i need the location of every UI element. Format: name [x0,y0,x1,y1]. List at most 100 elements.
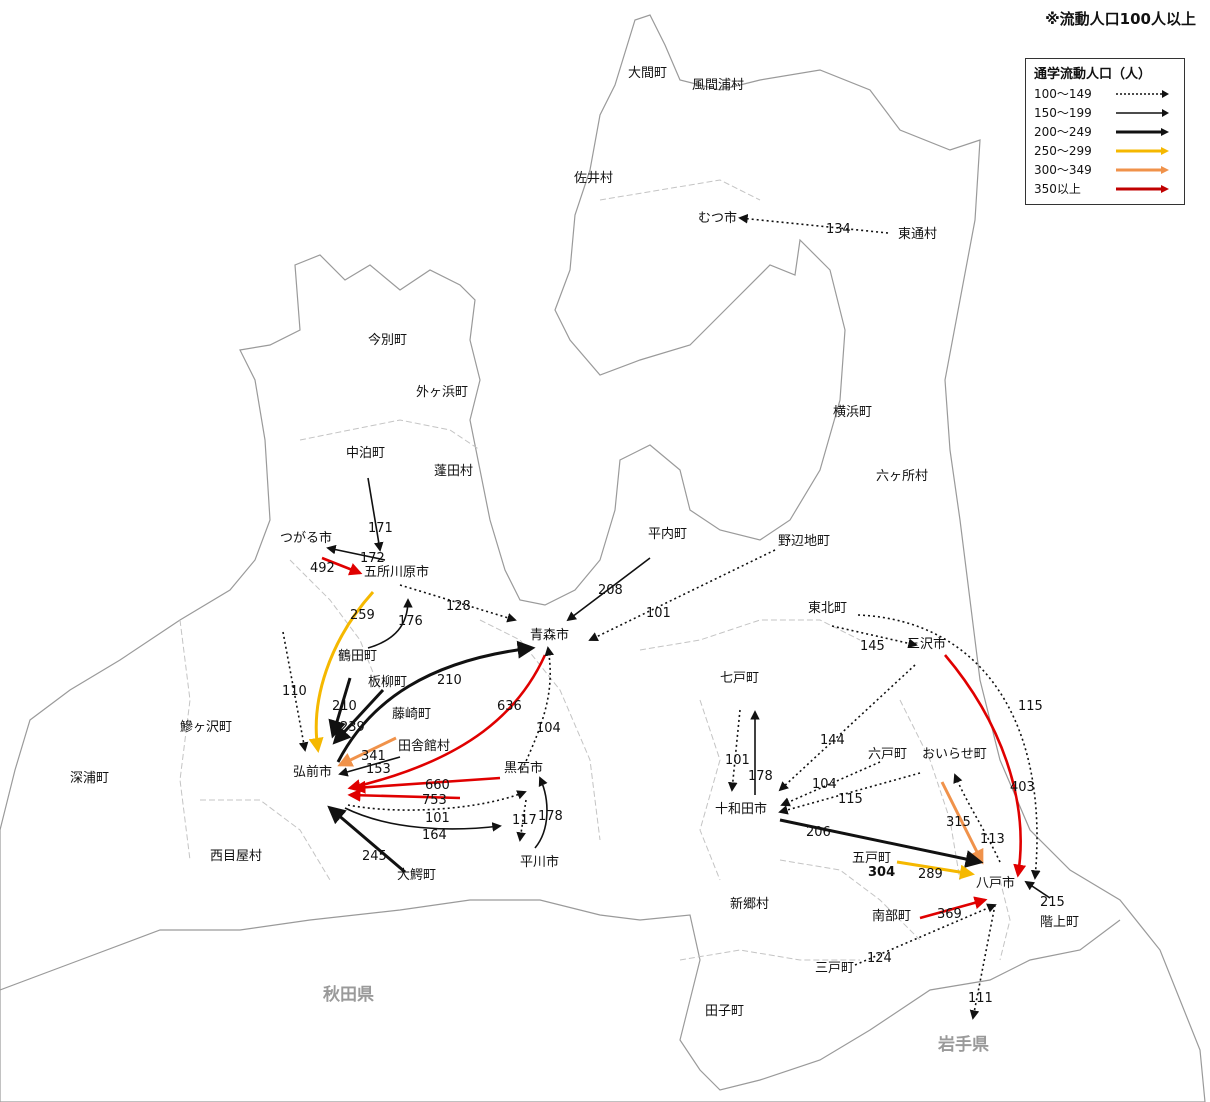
flow-215 [1024,880,1051,899]
flow-117 [516,799,527,842]
label-oirase: おいらせ町 [922,747,987,762]
value-label: 111 [968,991,993,1006]
flow-110 [282,631,309,752]
value-label: 153 [366,762,391,777]
flow-208 [566,557,651,622]
label-nishimeya: 西目屋村 [210,849,262,864]
flow-259 [308,590,375,753]
flow-171 [367,477,384,552]
value-label: 104 [536,721,561,736]
municipality-labels: 大間町 風間浦村 佐井村 むつ市 東通村 今別町 外ヶ浜町 横浜町 中泊町 蓬田… [70,66,1079,1055]
value-label: 369 [937,907,962,922]
label-rokkasho: 六ヶ所村 [876,469,928,484]
label-shingo: 新郷村 [730,896,769,912]
flow-128 [399,584,517,623]
legend-item: 100〜149 [1034,84,1176,103]
flow-101-shichinohe [727,709,741,792]
flow-172 [326,544,386,561]
value-label: 110 [282,684,307,699]
value-label: 172 [360,551,385,566]
label-inakadate: 田舎館村 [398,739,450,754]
value-label: 101 [646,606,671,621]
label-towada: 十和田市 [715,801,767,817]
label-aomori: 青森市 [530,627,569,643]
label-yomogita: 蓬田村 [434,464,473,479]
label-takko: 田子町 [705,1004,744,1019]
label-goshogawara: 五所川原市 [364,564,429,580]
flow-206 [779,818,984,868]
label-nanbu: 南部町 [872,908,911,924]
value-label: 115 [838,792,863,807]
value-label: 124 [867,951,892,966]
label-itayanagi: 板柳町 [368,675,407,690]
label-iwate: 岩手県 [937,1034,989,1055]
value-label: 245 [362,849,387,864]
legend-label: 200〜249 [1034,125,1092,139]
value-label: 660 [425,778,450,793]
value-label: 171 [368,521,393,536]
flow-176 [367,598,413,649]
label-kuroishi: 黒石市 [504,760,543,776]
flow-369 [919,896,988,920]
value-label: 101 [425,811,450,826]
label-sannohe: 三戸町 [815,961,854,976]
label-rokunohe: 六戸町 [868,747,907,762]
value-label: 753 [422,793,447,808]
label-owani: 大鰐町 [397,868,436,883]
legend-label: 300〜349 [1034,163,1092,177]
flow-values: 134 171 172 492 128 208 101 259 176 110 … [282,222,1065,1006]
value-label: 341 [361,749,386,764]
value-label: 206 [806,825,831,840]
label-misawa: 三沢市 [907,636,946,652]
flow-660 [352,776,501,794]
flow-210-aomori [336,640,536,763]
label-yokohama: 横浜町 [833,405,872,420]
value-label: 239 [340,720,365,735]
label-kazamaura: 風間浦村 [692,78,744,93]
value-label: 178 [538,809,563,824]
flow-124 [854,903,997,966]
flow-113 [953,773,1001,863]
value-label: 492 [310,561,335,576]
threshold-note: ※流動人口100人以上 [1045,10,1196,28]
label-hachinohe: 八戸市 [976,875,1015,891]
label-fujisaki: 藤崎町 [392,707,431,722]
label-sotogahama: 外ヶ浜町 [416,385,468,400]
label-tsuruta: 鶴田町 [338,648,377,664]
flow-341 [337,736,397,767]
legend-title: 通学流動人口（人） [1034,67,1152,82]
label-hiranai: 平内町 [648,526,687,542]
value-label: 289 [918,867,943,882]
flow-144 [778,664,916,792]
legend-item: 150〜199 [1034,103,1176,122]
label-noheji: 野辺地町 [778,534,830,549]
value-label: 164 [422,828,447,843]
legend-arrow-icon [1116,184,1169,193]
flow-arrows [282,213,1051,1020]
value-label: 117 [512,813,537,828]
flow-115-oirase [778,772,921,815]
label-akita: 秋田県 [323,984,374,1005]
flow-153 [338,756,401,777]
flow-403 [944,654,1027,878]
label-hirakawa: 平川市 [520,854,559,870]
legend-label: 100〜149 [1034,87,1092,101]
flow-145 [831,625,918,648]
flow-245 [327,805,406,874]
label-hashikami: 階上町 [1040,915,1079,930]
legend-arrow-icon [1116,146,1169,155]
value-label: 403 [1010,780,1035,795]
legend-item: 300〜349 [1034,160,1176,179]
legend-item: 350以上 [1034,179,1176,198]
label-nakadomari: 中泊町 [346,446,385,461]
flow-492 [321,556,363,576]
label-imabetsu: 今別町 [368,332,407,348]
label-ajigasawa: 鰺ヶ沢町 [180,720,232,735]
legend-arrow-icon [1116,89,1169,98]
flow-101-noheji [588,549,776,641]
value-label: 315 [946,815,971,830]
legend-item: 200〜249 [1034,122,1176,141]
legend-item: 250〜299 [1034,141,1176,160]
flow-753 [347,788,461,802]
